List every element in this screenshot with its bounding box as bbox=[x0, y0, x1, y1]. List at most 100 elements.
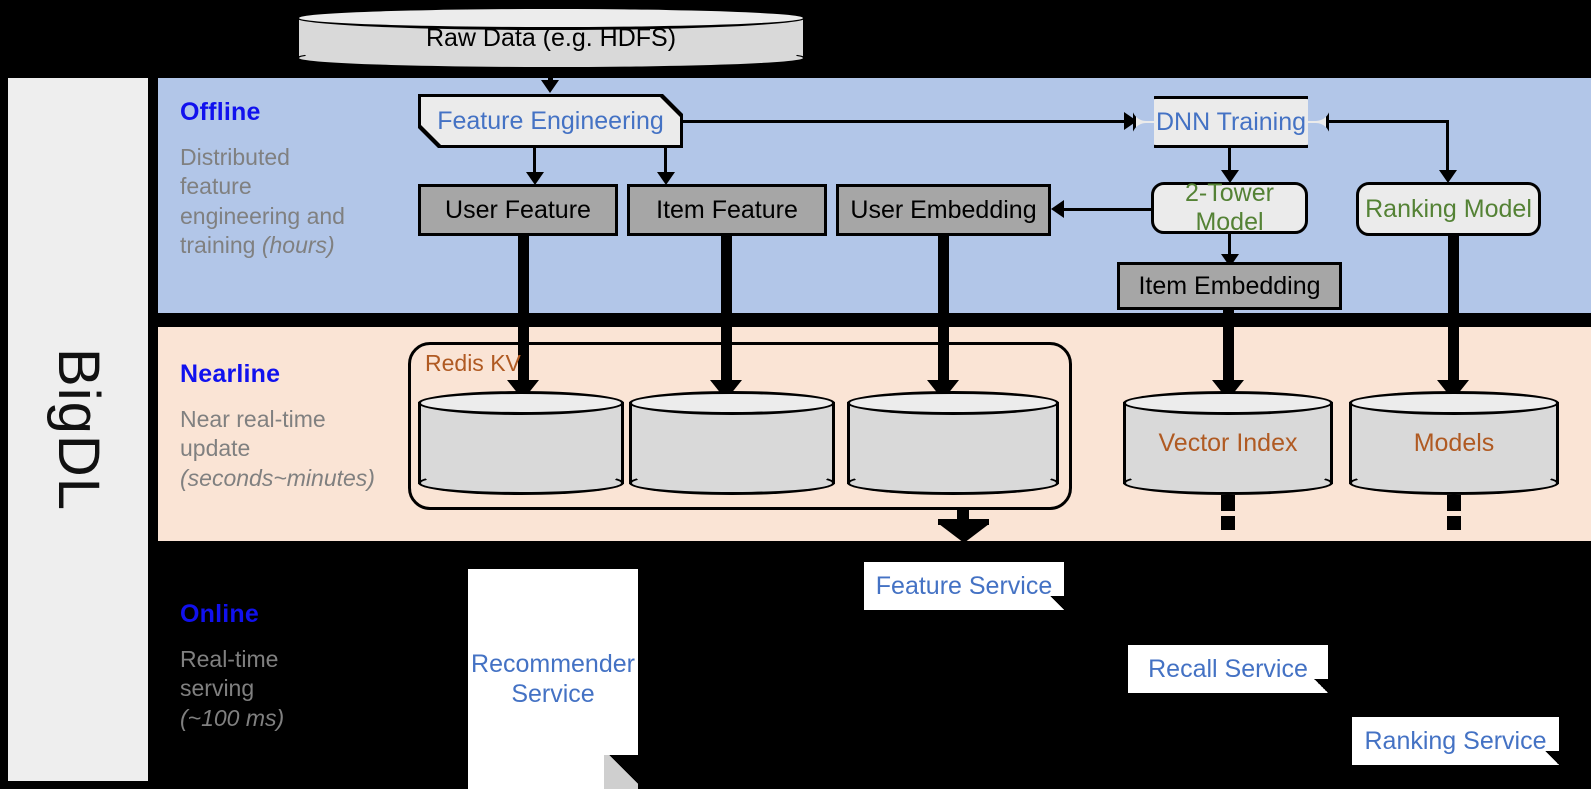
raw-data-label: Raw Data (e.g. HDFS) bbox=[425, 23, 677, 52]
ranking-service-label: Ranking Service bbox=[1364, 727, 1547, 755]
connector-redis-featureservice-head bbox=[939, 524, 989, 543]
recommender-service-label-l1: Recommender bbox=[471, 650, 635, 678]
recall-service-node[interactable]: Recall Service bbox=[1128, 645, 1328, 693]
arrow-rawdata-fe-line bbox=[548, 70, 553, 84]
models-cylinder[interactable]: Models bbox=[1349, 391, 1559, 495]
nearline-title: Nearline bbox=[180, 360, 281, 388]
page-fold-icon bbox=[1545, 751, 1559, 765]
online-subtitle-em: (~100 ms) bbox=[180, 704, 410, 733]
cylinder-bottom bbox=[847, 471, 1059, 495]
offline-subtitle-em: (hours) bbox=[261, 232, 335, 259]
arrow-rawdata-fe-head bbox=[541, 80, 559, 93]
arrow-fe-userfeature-head bbox=[526, 172, 544, 185]
dnn-notch-bl bbox=[1132, 123, 1154, 149]
user-feature-label: User Feature bbox=[445, 195, 591, 224]
connector-vectorindex-stub2 bbox=[1221, 516, 1235, 530]
connector-models-stub1 bbox=[1447, 495, 1461, 511]
dnn-training-label: DNN Training bbox=[1155, 107, 1307, 136]
vector-index-cylinder[interactable]: Vector Index bbox=[1123, 391, 1333, 495]
page-fold-icon bbox=[604, 755, 638, 789]
arrow-twotower-itemembedding-line bbox=[1228, 234, 1231, 260]
user-embedding-store-cylinder[interactable] bbox=[847, 391, 1059, 495]
feature-engineering-label: Feature Engineering bbox=[437, 106, 664, 135]
item-embedding-label: Item Embedding bbox=[1138, 271, 1321, 300]
offline-title: Offline bbox=[180, 98, 261, 126]
pipe-itemembedding bbox=[1223, 310, 1234, 388]
feature-engineering-face: Feature Engineering bbox=[421, 97, 680, 145]
nearline-subtitle-em: (seconds~minutes) bbox=[180, 464, 410, 493]
online-title: Online bbox=[180, 600, 259, 628]
offline-subtitle-l4: training (hours) bbox=[180, 231, 395, 260]
two-tower-model-node[interactable]: 2-Tower Model bbox=[1151, 179, 1308, 236]
arrow-fe-itemfeature-line bbox=[664, 148, 667, 176]
user-feature-node[interactable]: User Feature bbox=[418, 184, 618, 236]
offline-subtitle: Distributed feature engineering and trai… bbox=[180, 143, 395, 261]
recall-service-label: Recall Service bbox=[1148, 655, 1308, 683]
arrow-twotower-userembedding-line bbox=[1063, 208, 1151, 211]
arrow-dnn-ranking-head bbox=[1439, 170, 1457, 183]
arrow-dnn-twotower-line bbox=[1228, 148, 1231, 174]
user-embedding-node[interactable]: User Embedding bbox=[836, 184, 1051, 236]
recommender-service-label-l2: Service bbox=[511, 680, 595, 708]
connector-vectorindex-stub1 bbox=[1221, 495, 1235, 511]
dnn-training-label-wrap: DNN Training bbox=[1133, 96, 1329, 148]
dnn-notch-tr bbox=[1308, 95, 1330, 121]
cylinder-bottom bbox=[1123, 471, 1333, 495]
user-embedding-store-label bbox=[847, 391, 1059, 495]
offline-subtitle-l1: Distributed bbox=[180, 144, 290, 170]
redis-kv-label: Redis KV bbox=[425, 350, 521, 376]
arrow-fe-dnn-line bbox=[683, 120, 1126, 123]
cylinder-bottom bbox=[418, 471, 624, 495]
cylinder-top bbox=[418, 391, 624, 415]
nearline-subtitle-l1: Near real-time bbox=[180, 406, 326, 432]
cylinder-bottom bbox=[629, 471, 835, 495]
recommender-service-node[interactable]: Recommender Service bbox=[468, 569, 638, 789]
user-feature-store-cylinder[interactable] bbox=[418, 391, 624, 495]
vector-index-label: Vector Index bbox=[1158, 428, 1298, 457]
offline-subtitle-l4-text: training bbox=[180, 232, 262, 259]
cylinder-bottom bbox=[296, 46, 806, 70]
feature-engineering-node[interactable]: Feature Engineering bbox=[418, 94, 683, 148]
user-embedding-label: User Embedding bbox=[850, 195, 1037, 224]
dnn-notch-tl bbox=[1132, 95, 1154, 121]
nearline-subtitle-l2: update bbox=[180, 435, 251, 462]
arrow-dnn-twotower-head bbox=[1221, 170, 1239, 183]
dnn-training-face bbox=[1136, 99, 1326, 145]
online-subtitle-em-text: (~100 ms) bbox=[180, 704, 285, 731]
online-subtitle-l1: Real-time bbox=[180, 646, 279, 672]
user-feature-store-label bbox=[418, 391, 624, 495]
item-feature-label: Item Feature bbox=[656, 195, 798, 224]
cylinder-top bbox=[1349, 391, 1559, 415]
redis-kv-container bbox=[408, 342, 1072, 510]
item-feature-store-cylinder[interactable] bbox=[629, 391, 835, 495]
bigdl-sidebar: BigDL bbox=[8, 78, 148, 781]
pipe-userembedding bbox=[938, 236, 949, 388]
cylinder-top bbox=[1123, 391, 1333, 415]
feature-service-node[interactable]: Feature Service bbox=[864, 562, 1064, 610]
ranking-model-node[interactable]: Ranking Model bbox=[1356, 182, 1541, 236]
page-fold-icon bbox=[1314, 679, 1328, 693]
item-embedding-node[interactable]: Item Embedding bbox=[1117, 262, 1342, 310]
ranking-model-label: Ranking Model bbox=[1365, 194, 1532, 223]
arrow-twotower-userembedding-head bbox=[1051, 200, 1064, 218]
page-fold-icon bbox=[1050, 596, 1064, 610]
arrow-dnn-ranking-v bbox=[1446, 120, 1449, 174]
item-feature-store-label bbox=[629, 391, 835, 495]
arrow-fe-itemfeature-head bbox=[657, 172, 675, 185]
cylinder-top bbox=[629, 391, 835, 415]
connector-redis-featureservice-stub bbox=[957, 508, 969, 522]
cylinder-bottom bbox=[1349, 471, 1559, 495]
offline-subtitle-l2: feature bbox=[180, 173, 252, 200]
offline-subtitle-l3: engineering and bbox=[180, 202, 345, 229]
feature-service-label: Feature Service bbox=[875, 572, 1053, 600]
dnn-notch-br bbox=[1308, 123, 1330, 149]
ranking-service-node[interactable]: Ranking Service bbox=[1352, 717, 1559, 765]
item-feature-node[interactable]: Item Feature bbox=[627, 184, 827, 236]
nearline-subtitle: Near real-time update (seconds~minutes) bbox=[180, 405, 410, 493]
cylinder-top bbox=[847, 391, 1059, 415]
dnn-training-node[interactable]: DNN Training bbox=[1132, 95, 1330, 149]
pipe-itemfeature bbox=[721, 236, 732, 388]
bigdl-label-text: BigDL bbox=[45, 348, 111, 511]
bigdl-sidebar-label: BigDL bbox=[8, 78, 148, 781]
